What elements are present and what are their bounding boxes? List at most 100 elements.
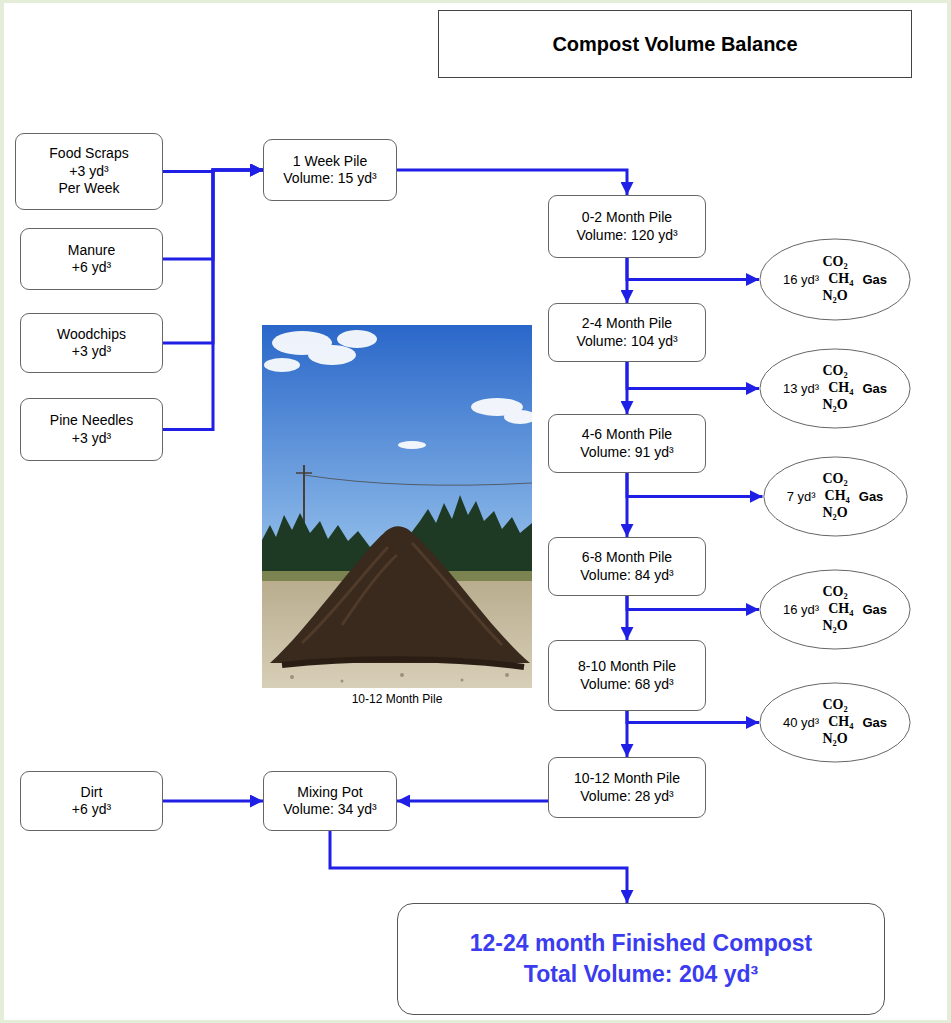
process-box: 0-2 Month PileVolume: 120 yd³ xyxy=(548,195,706,258)
gas-row: 16 yd³ CH₄ Gas xyxy=(783,271,887,288)
gas-formula: N₂O xyxy=(822,618,847,635)
photo-caption: 10-12 Month Pile xyxy=(262,692,532,706)
gas-row: CO₂ xyxy=(822,254,847,271)
gas-row: N₂O xyxy=(822,618,847,635)
gas-formula: CO₂ xyxy=(822,363,847,380)
gas-formula: N₂O xyxy=(822,288,847,305)
gas-row: CO₂ xyxy=(822,584,847,601)
box-heading: Mixing Pot xyxy=(297,784,362,802)
gas-volume: 13 yd³ xyxy=(783,381,819,397)
title-text: Compost Volume Balance xyxy=(552,33,797,56)
input-box: Dirt+6 yd³ xyxy=(20,771,163,831)
gas-volume: 16 yd³ xyxy=(783,272,819,288)
title-box: Compost Volume Balance xyxy=(438,10,912,78)
box-value: Volume: 28 yd³ xyxy=(580,788,673,806)
box-value: +6 yd³ xyxy=(72,259,111,277)
gas-row: 13 yd³ CH₄ Gas xyxy=(783,380,887,397)
result-box: 12-24 month Finished CompostTotal Volume… xyxy=(397,903,885,1015)
box-value: Volume: 68 yd³ xyxy=(580,676,673,694)
gas-row: N₂O xyxy=(822,505,847,522)
input-box: Food Scraps+3 yd³ Per Week xyxy=(15,133,163,210)
gas-formula: CH₄ xyxy=(828,380,853,397)
box-heading: 10-12 Month Pile xyxy=(574,770,680,788)
box-value: Total Volume: 204 yd³ xyxy=(524,959,758,990)
gas-formula: N₂O xyxy=(822,505,847,522)
box-value: +3 yd³ xyxy=(72,430,111,448)
gas-formula: CH₄ xyxy=(828,601,853,618)
flow-arrow xyxy=(163,170,263,430)
gas-row: N₂O xyxy=(822,288,847,305)
gas-formula: N₂O xyxy=(822,397,847,414)
gas-volume: 16 yd³ xyxy=(783,602,819,618)
flow-arrow xyxy=(627,596,759,610)
gas-formula: CO₂ xyxy=(822,697,847,714)
box-heading: Food Scraps xyxy=(49,145,128,163)
box-value: Volume: 91 yd³ xyxy=(580,444,673,462)
box-heading: Woodchips xyxy=(57,326,126,344)
gas-formula: CH₄ xyxy=(828,271,853,288)
process-box: 2-4 Month PileVolume: 104 yd³ xyxy=(548,303,706,362)
compost-pile-photo xyxy=(262,325,532,688)
flow-arrow xyxy=(163,800,263,803)
box-heading: Manure xyxy=(68,242,115,260)
gas-ellipse: CO₂40 yd³ CH₄ GasN₂O xyxy=(759,682,911,763)
gas-ellipse: CO₂16 yd³ CH₄ GasN₂O xyxy=(759,238,911,321)
gas-ellipse: CO₂13 yd³ CH₄ GasN₂O xyxy=(759,348,911,429)
gas-row: N₂O xyxy=(822,731,847,748)
process-box: 8-10 Month PileVolume: 68 yd³ xyxy=(548,640,706,711)
box-heading: 6-8 Month Pile xyxy=(582,549,672,567)
gas-formula: CH₄ xyxy=(828,714,853,731)
process-box: 10-12 Month PileVolume: 28 yd³ xyxy=(548,757,706,818)
box-value: Volume: 120 yd³ xyxy=(576,227,677,245)
process-box: 1 Week PileVolume: 15 yd³ xyxy=(263,139,397,201)
box-value: Volume: 34 yd³ xyxy=(283,801,376,819)
box-heading: 1 Week Pile xyxy=(293,153,367,171)
gas-volume: 7 yd³ xyxy=(787,489,816,505)
gas-ellipse: CO₂7 yd³CH₄GasN₂O xyxy=(763,456,908,537)
box-heading: Pine Needles xyxy=(50,412,133,430)
box-heading: 12-24 month Finished Compost xyxy=(470,928,812,959)
box-heading: 8-10 Month Pile xyxy=(578,658,676,676)
box-value: +6 yd³ xyxy=(72,801,111,819)
flow-arrow xyxy=(627,258,759,280)
gas-label: Gas xyxy=(862,715,887,731)
gas-row: 40 yd³ CH₄ Gas xyxy=(783,714,887,731)
gas-ellipse: CO₂16 yd³ CH₄ GasN₂O xyxy=(759,569,911,650)
box-heading: 0-2 Month Pile xyxy=(582,209,672,227)
flow-arrow xyxy=(330,831,627,903)
box-value: Volume: 15 yd³ xyxy=(283,170,376,188)
gas-row: CO₂ xyxy=(822,471,847,488)
gas-formula: CO₂ xyxy=(822,254,847,271)
gas-row: 7 yd³CH₄Gas xyxy=(787,488,884,505)
gas-row: CO₂ xyxy=(822,363,847,380)
gas-label: Gas xyxy=(862,272,887,288)
gas-label: Gas xyxy=(862,381,887,397)
box-value: +3 yd³ Per Week xyxy=(57,163,121,198)
gas-label: Gas xyxy=(862,602,887,618)
box-heading: 4-6 Month Pile xyxy=(582,426,672,444)
flow-arrow xyxy=(627,473,763,497)
flow-arrow xyxy=(627,362,759,389)
gas-row: N₂O xyxy=(822,397,847,414)
gas-volume: 40 yd³ xyxy=(783,715,819,731)
flow-arrow xyxy=(397,800,548,803)
flow-arrow xyxy=(397,170,627,195)
box-value: +3 yd³ xyxy=(72,343,111,361)
gas-formula: CO₂ xyxy=(822,584,847,601)
gas-row: 16 yd³ CH₄ Gas xyxy=(783,601,887,618)
gas-label: Gas xyxy=(859,489,884,505)
gas-row: CO₂ xyxy=(822,697,847,714)
gas-formula: N₂O xyxy=(822,731,847,748)
input-box: Manure+6 yd³ xyxy=(20,228,163,290)
flow-arrow xyxy=(627,711,759,723)
process-box: Mixing PotVolume: 34 yd³ xyxy=(263,771,397,831)
process-box: 6-8 Month PileVolume: 84 yd³ xyxy=(548,537,706,596)
box-value: Volume: 104 yd³ xyxy=(576,333,677,351)
box-value: Volume: 84 yd³ xyxy=(580,567,673,585)
input-box: Pine Needles+3 yd³ xyxy=(20,398,163,461)
gas-formula: CO₂ xyxy=(822,471,847,488)
box-heading: Dirt xyxy=(81,784,103,802)
input-box: Woodchips+3 yd³ xyxy=(20,313,163,373)
process-box: 4-6 Month PileVolume: 91 yd³ xyxy=(548,414,706,473)
